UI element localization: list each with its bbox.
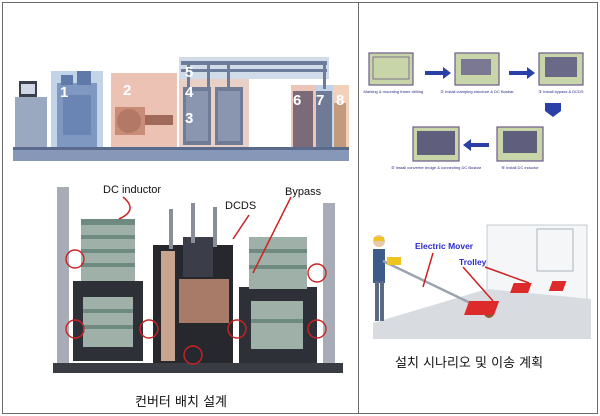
panel-divider — [358, 3, 359, 413]
step-2-caption: ② Install clamping structure & DC Busbar — [440, 89, 514, 94]
bypass-label: Bypass — [285, 186, 322, 198]
step-5-caption: ⑤ Install converter bridge & connecting … — [391, 165, 482, 170]
step-4-caption: ④ Install DC inductor — [501, 165, 539, 170]
step-1-box — [368, 52, 414, 86]
electric-mover-label: Electric Mover — [415, 241, 474, 251]
trolley-label: Trolley — [459, 257, 487, 267]
converter-layout-side-view: 1 2 3 4 5 6 7 8 — [13, 57, 349, 161]
step-3-caption: ③ Install bypass & DCDS — [538, 89, 583, 94]
right-caption: 설치 시나리오 및 이송 계획 — [395, 356, 544, 371]
transport-plan-render: Electric Mover Trolley — [373, 224, 591, 339]
left-caption: 컨버터 배치 설계 — [135, 395, 227, 410]
step-5-box — [412, 126, 460, 162]
zone-number-8: 8 — [336, 92, 344, 109]
zone-number-3: 3 — [185, 110, 193, 127]
step-3-box — [538, 52, 584, 86]
zone-number-2: 2 — [123, 82, 131, 99]
step-1-caption: ① Marking & mounting frame drilling — [363, 89, 423, 94]
converter-3d-render: DC inductor DCDS Bypass — [53, 184, 343, 373]
zone-number-7: 7 — [316, 92, 324, 109]
zone-number-5: 5 — [185, 64, 193, 81]
step-4-box — [496, 126, 544, 162]
dc-inductor-label: DC inductor — [103, 184, 161, 196]
zone-number-1: 1 — [60, 84, 68, 101]
zone-number-6: 6 — [293, 92, 301, 109]
installation-sequence: ① Marking & mounting frame drilling ② In… — [363, 52, 584, 170]
zone-number-4: 4 — [185, 84, 194, 101]
step-2-box — [454, 52, 500, 86]
dcds-label: DCDS — [225, 200, 256, 212]
